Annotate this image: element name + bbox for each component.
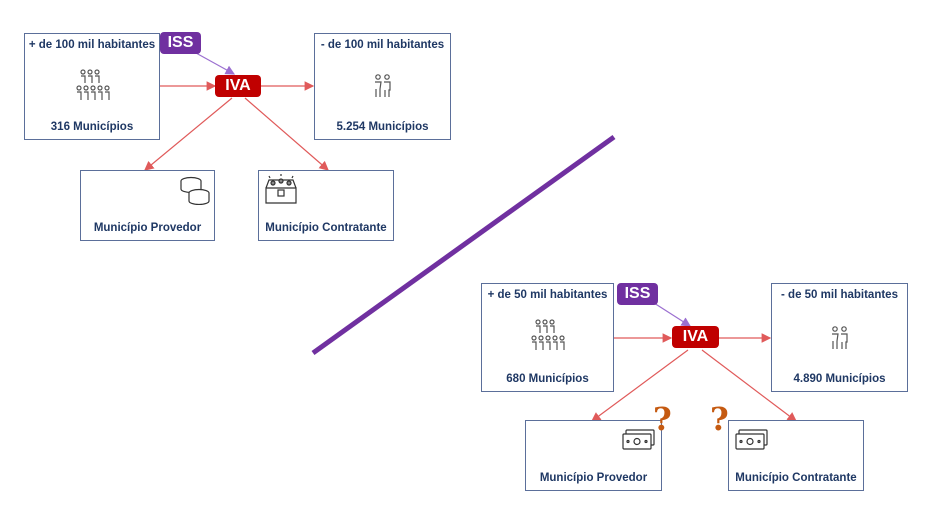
top-iva-to-provider-line bbox=[144, 97, 233, 171]
bottom-large-municipalities-box: + de 50 mil habitantes 680 Municípios bbox=[481, 283, 614, 392]
top-small-title: - de 100 mil habitantes bbox=[320, 39, 445, 51]
bottom-iva-to-provider-line bbox=[591, 349, 689, 422]
top-provider-box: Município Provedor bbox=[80, 170, 215, 241]
top-iva-to-contractor-line bbox=[244, 97, 329, 171]
top-iss-to-iva-line bbox=[195, 52, 236, 75]
top-large-count: 316 Municípios bbox=[50, 121, 134, 133]
top-contractor-label: Município Contratante bbox=[265, 222, 387, 234]
top-contractor-box: Município Contratante bbox=[258, 170, 394, 241]
diagonal-divider bbox=[311, 134, 616, 356]
bottom-provider-question-mark: ? bbox=[653, 400, 672, 438]
bottom-iva-tag: IVA bbox=[672, 326, 719, 348]
bottom-small-count: 4.890 Municípios bbox=[793, 373, 886, 385]
bottom-large-title: + de 50 mil habitantes bbox=[487, 289, 608, 301]
top-iva-tag: IVA bbox=[215, 75, 261, 97]
top-large-title: + de 100 mil habitantes bbox=[28, 39, 156, 51]
bottom-iss-tag: ISS bbox=[617, 283, 658, 305]
bottom-contractor-question-mark: ? bbox=[710, 400, 729, 438]
coins-stack-icon bbox=[180, 176, 210, 205]
banknote-icon bbox=[622, 429, 655, 450]
people-pair-icon bbox=[832, 326, 848, 349]
top-provider-label: Município Provedor bbox=[93, 222, 202, 234]
crowd-icon bbox=[531, 319, 565, 350]
bottom-contractor-box: Município Contratante bbox=[728, 420, 864, 491]
treasure-chest-icon bbox=[265, 174, 297, 204]
top-small-count: 5.254 Municípios bbox=[336, 121, 429, 133]
bottom-small-title: - de 50 mil habitantes bbox=[781, 289, 898, 301]
bottom-provider-box: Município Provedor bbox=[525, 420, 662, 491]
bottom-small-municipalities-box: - de 50 mil habitantes 4.890 Municípios bbox=[771, 283, 908, 392]
banknote-icon bbox=[735, 429, 768, 450]
top-large-municipalities-box: + de 100 mil habitantes 316 Municípios bbox=[24, 33, 160, 140]
people-pair-icon bbox=[375, 74, 391, 97]
bottom-iva-to-contractor-line bbox=[701, 349, 797, 422]
bottom-large-count: 680 Municípios bbox=[506, 373, 589, 385]
bottom-provider-label: Município Provedor bbox=[539, 472, 648, 484]
bottom-contractor-label: Município Contratante bbox=[735, 472, 857, 484]
top-small-municipalities-box: - de 100 mil habitantes 5.254 Municípios bbox=[314, 33, 451, 140]
crowd-icon bbox=[76, 69, 110, 100]
bottom-iss-to-iva-line bbox=[653, 302, 692, 327]
top-iss-tag: ISS bbox=[160, 32, 201, 54]
